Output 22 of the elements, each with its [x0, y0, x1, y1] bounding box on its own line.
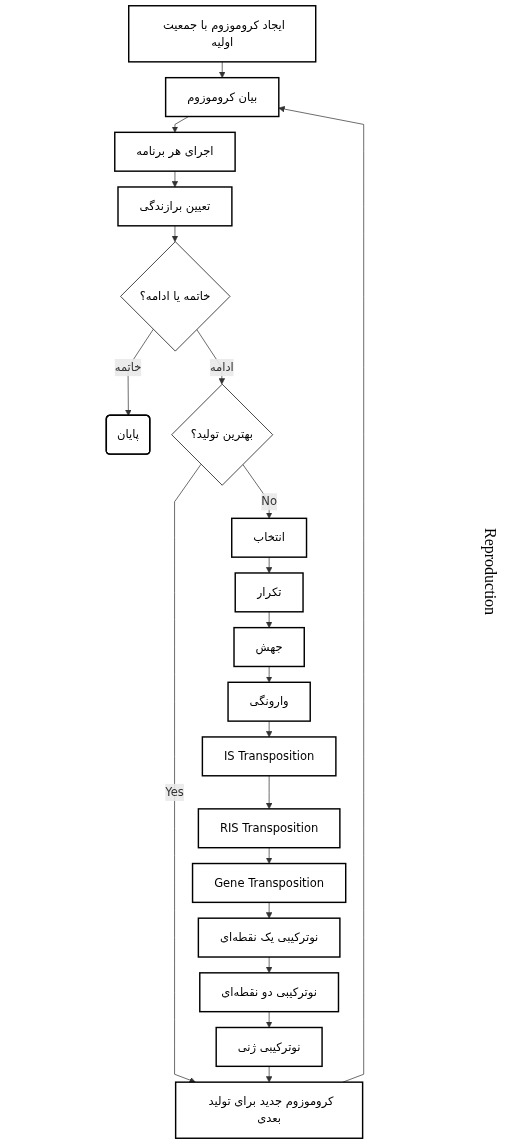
node-box: نوترکیبی دو نقطه‌ای	[199, 972, 340, 1013]
edge-label: No	[261, 494, 277, 509]
node-box: نوترکیبی ژنی	[215, 1026, 323, 1068]
vertical-label: Reproduction	[481, 528, 499, 616]
node-diamond: بهترین تولید؟	[171, 383, 274, 486]
node-box: تعیین برازندگی	[117, 186, 233, 227]
node-box: اجرای هر برنامه	[114, 131, 236, 172]
node-diamond: خاتمه یا ادامه؟	[120, 241, 231, 352]
node-box: کروموزوم جدید برای تولید بعدی	[174, 1081, 364, 1139]
node-box: انتخاب	[231, 517, 308, 558]
node-box: RIS Transposition	[197, 808, 341, 849]
node-box: نوترکیبی یک نقطه‌ای	[197, 917, 341, 958]
edge-label: خاتمه	[114, 360, 142, 375]
node-box: جهش	[233, 626, 305, 668]
node-box: IS Transposition	[201, 736, 337, 777]
node-box: Gene Transposition	[191, 862, 347, 904]
node-box: ایجاد کروموزوم با جمعیت اولیه	[128, 5, 317, 63]
edge-label: ادامه	[209, 360, 234, 375]
edge-label: Yes	[165, 785, 184, 799]
node-box: وارونگی	[227, 681, 311, 722]
node-box: بیان کروموزوم	[164, 76, 280, 118]
node-box: تکرار	[234, 572, 304, 613]
